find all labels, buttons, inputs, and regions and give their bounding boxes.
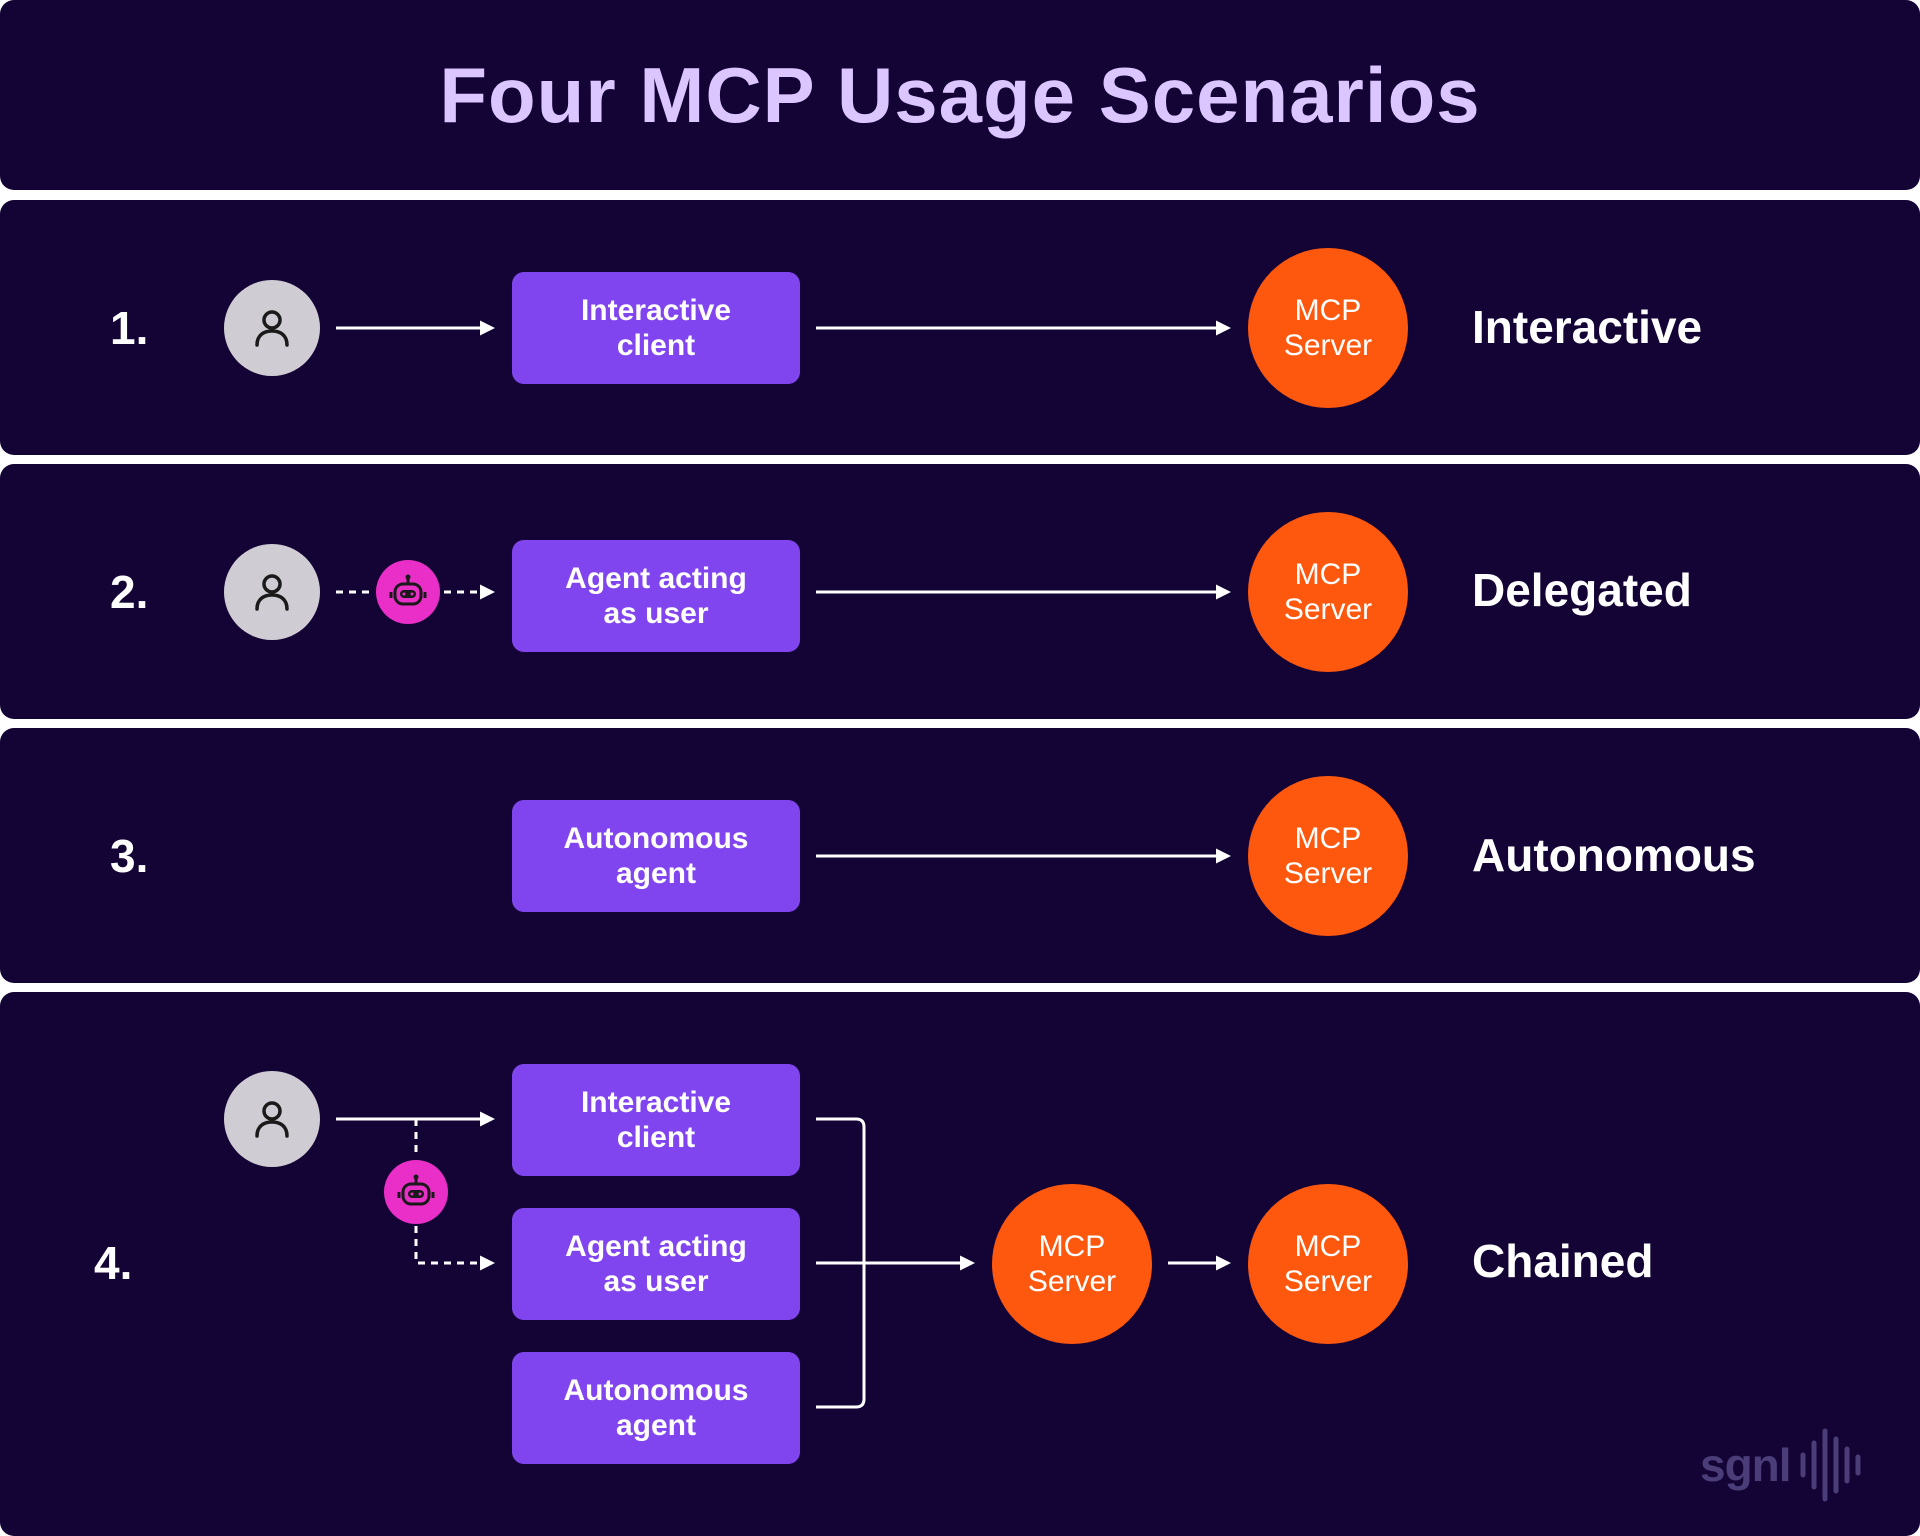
mcp-server-4b: MCP Server	[1248, 1184, 1408, 1344]
user-icon	[224, 280, 320, 376]
sgnl-logo: sgnl	[1700, 1420, 1890, 1510]
title-panel: Four MCP Usage Scenarios	[0, 0, 1920, 190]
mcp-server-3: MCP Server	[1248, 776, 1408, 936]
mcp-server-1: MCP Server	[1248, 248, 1408, 408]
user-icon	[224, 544, 320, 640]
user-icon	[224, 1071, 320, 1167]
scenario-2-number: 2.	[110, 566, 149, 618]
client-box-agent-acting: Agent acting as user	[512, 1208, 800, 1320]
logo-text: sgnl	[1700, 1439, 1792, 1491]
client-box-interactive: Interactive client	[512, 272, 800, 384]
scenario-1-name: Interactive	[1472, 301, 1703, 353]
mcp-server-4a: MCP Server	[992, 1184, 1152, 1344]
client-box-agent-acting: Agent acting as user	[512, 540, 800, 652]
scenario-3-number: 3.	[110, 830, 149, 882]
sound-wave-icon	[1800, 1428, 1861, 1502]
robot-icon	[376, 560, 440, 624]
scenario-1-number: 1.	[110, 302, 149, 354]
client-box-autonomous: Autonomous agent	[512, 1352, 800, 1464]
robot-icon	[384, 1160, 448, 1224]
scenario-4-name: Chained	[1472, 1235, 1654, 1287]
scenario-3-name: Autonomous	[1472, 829, 1756, 881]
page-title: Four MCP Usage Scenarios	[439, 50, 1481, 139]
client-box-interactive: Interactive client	[512, 1064, 800, 1176]
scenario-2-name: Delegated	[1472, 564, 1692, 616]
mcp-server-2: MCP Server	[1248, 512, 1408, 672]
client-box-autonomous: Autonomous agent	[512, 800, 800, 912]
scenario-4-number: 4.	[94, 1237, 133, 1289]
